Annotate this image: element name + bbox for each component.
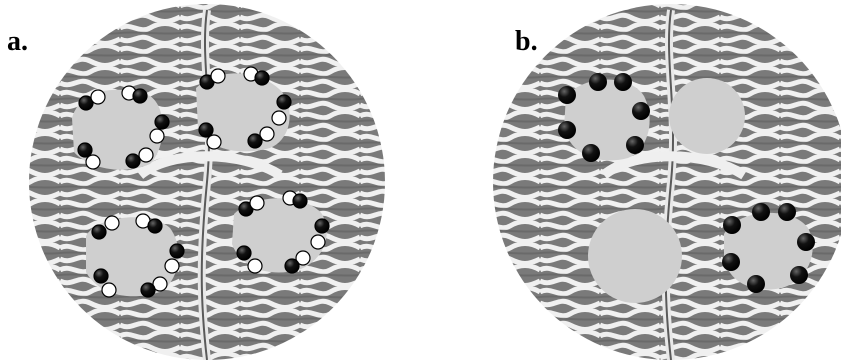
patch-b-top-right	[669, 78, 745, 154]
ball-black	[747, 275, 765, 293]
ball-black	[248, 134, 262, 148]
ball-black	[315, 219, 329, 233]
panel-b-disc	[493, 4, 841, 360]
ball-black	[255, 71, 269, 85]
ball-white	[150, 129, 164, 143]
patch-b-bottom-left	[588, 209, 682, 303]
ball-black	[285, 259, 299, 273]
ball-white	[91, 90, 105, 104]
ball-white	[105, 216, 119, 230]
ball-white	[250, 196, 264, 210]
ball-black	[92, 225, 106, 239]
ball-black	[614, 73, 632, 91]
ball-white	[211, 69, 225, 83]
ball-black	[582, 144, 600, 162]
ball-black	[722, 253, 740, 271]
ball-black	[199, 123, 213, 137]
ball-black	[632, 102, 650, 120]
ball-white	[311, 235, 325, 249]
ball-black	[558, 121, 576, 139]
ball-black	[148, 219, 162, 233]
ball-white	[165, 259, 179, 273]
ball-white	[272, 111, 286, 125]
ball-white	[139, 148, 153, 162]
ball-black	[237, 246, 251, 260]
ball-white	[248, 259, 262, 273]
ball-black	[141, 283, 155, 297]
ball-white	[102, 283, 116, 297]
ball-black	[94, 269, 108, 283]
panel-a-disc	[29, 4, 385, 360]
ball-black	[723, 216, 741, 234]
ball-white	[207, 135, 221, 149]
ball-black	[558, 86, 576, 104]
ball-white	[86, 155, 100, 169]
ball-black	[293, 194, 307, 208]
ball-black	[155, 115, 169, 129]
ball-black	[126, 154, 140, 168]
ball-black	[797, 233, 815, 251]
ball-black	[752, 203, 770, 221]
ball-black	[626, 136, 644, 154]
ball-black	[277, 95, 291, 109]
ball-black	[790, 266, 808, 284]
ball-black	[589, 73, 607, 91]
ball-black	[170, 244, 184, 258]
ball-black	[778, 203, 796, 221]
ball-black	[78, 143, 92, 157]
ball-black	[133, 89, 147, 103]
